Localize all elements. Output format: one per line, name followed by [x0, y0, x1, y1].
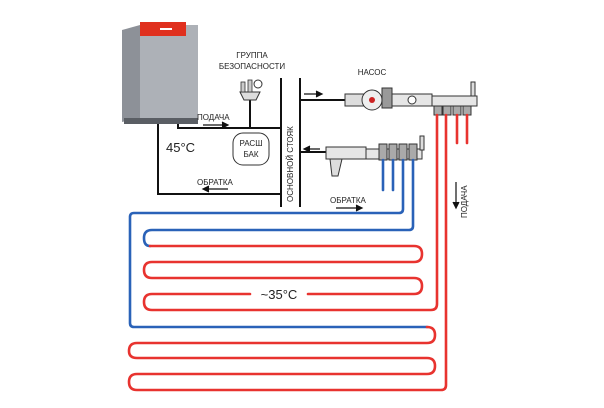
- return-manifold: [325, 135, 425, 177]
- boiler-piping: [157, 78, 460, 212]
- boiler-temperature: 45°C: [166, 140, 195, 155]
- return-label-left: ОБРАТКА: [197, 178, 234, 187]
- return-label-right: ОБРАТКА: [330, 196, 367, 205]
- tank-label-1: РАСШ: [239, 139, 262, 148]
- inner-loop-return: [142, 158, 415, 248]
- supply-label-right: ПОДАЧА: [460, 185, 469, 218]
- expansion-tank: РАСШ БАК: [232, 132, 270, 166]
- inner-loop-supply: [142, 113, 439, 312]
- main-riser-label: ОСНОВНОЙ СТОЯК: [286, 126, 295, 202]
- boiler: [122, 22, 198, 124]
- tank-label-2: БАК: [243, 150, 258, 159]
- pump-label: НАСОС: [358, 68, 387, 77]
- outer-loop-return: [128, 158, 429, 329]
- floor-temperature: ~35°C: [261, 287, 298, 302]
- supply-label-left: ПОДАЧА: [197, 113, 230, 122]
- pump-assembly: [344, 81, 478, 116]
- outer-loop-supply: [127, 113, 448, 392]
- safety-group-label-1: ГРУППА: [236, 51, 268, 60]
- safety-group-label-2: БЕЗОПАСНОСТИ: [219, 62, 285, 71]
- manifold-stubs: [381, 113, 469, 192]
- safety-group: [239, 79, 263, 101]
